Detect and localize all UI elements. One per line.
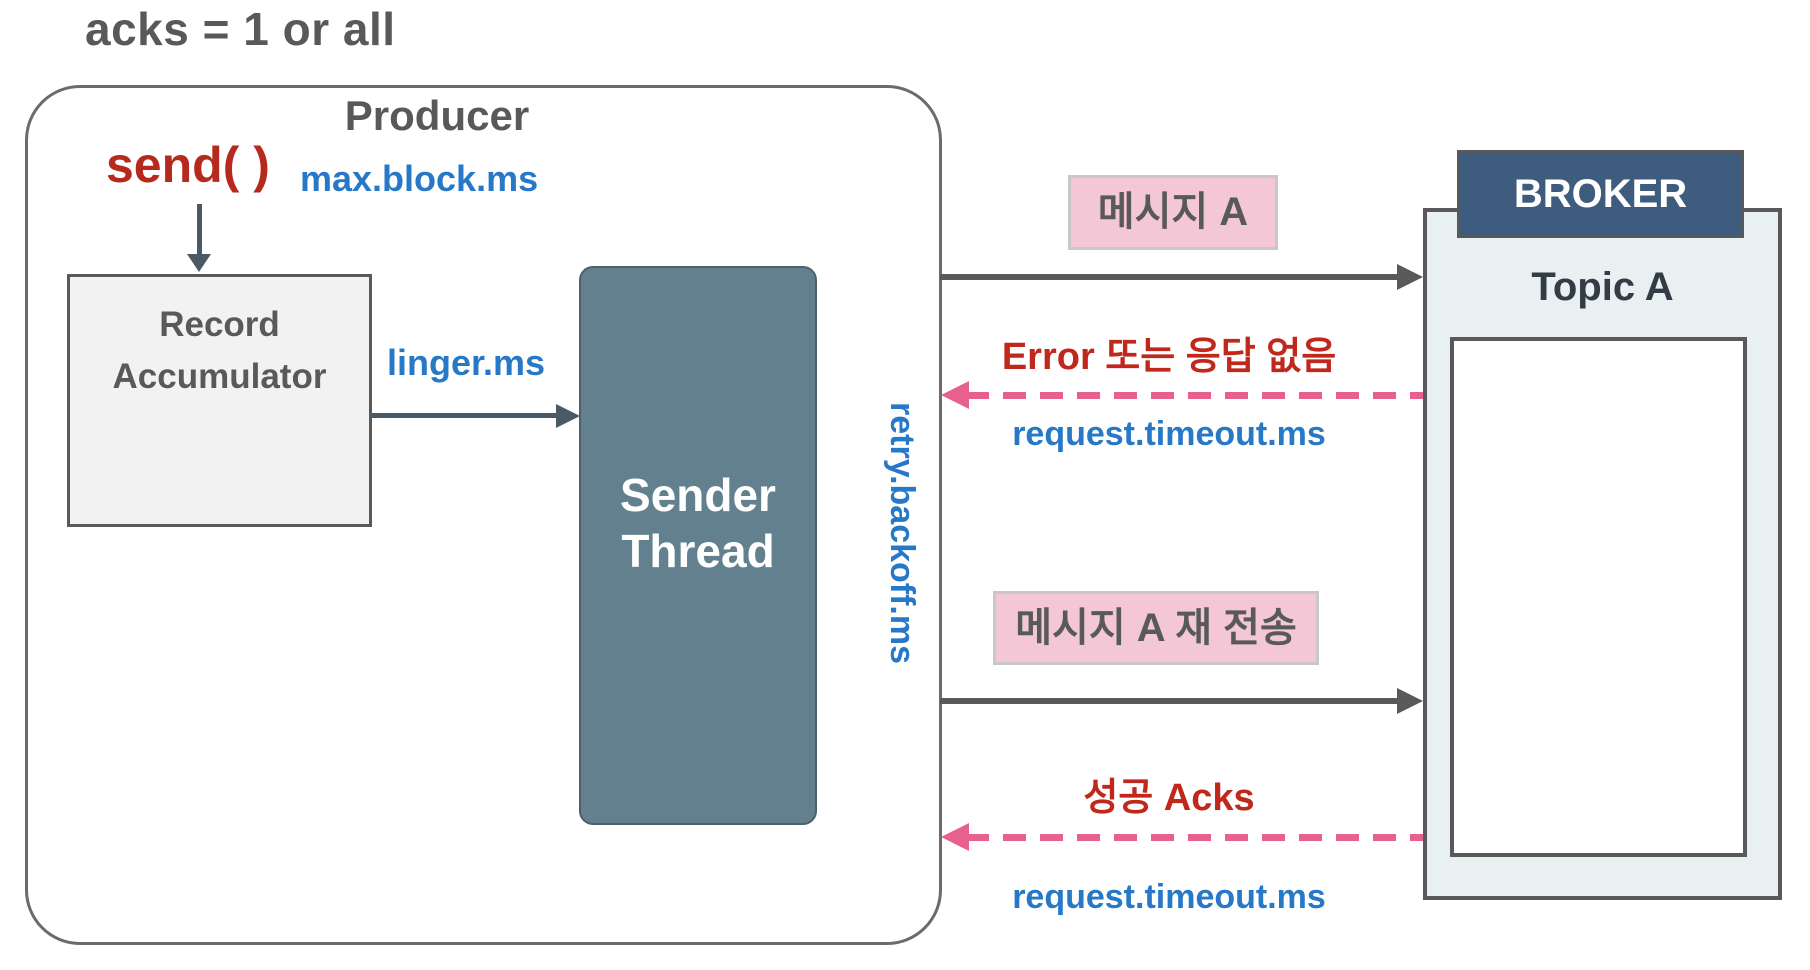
page-title: acks = 1 or all xyxy=(85,3,396,55)
max-block-ms-label: max.block.ms xyxy=(300,158,539,199)
sender-thread-box: Sender Thread xyxy=(579,266,817,825)
arrow-line xyxy=(372,413,558,418)
error-no-response-label: Error 또는 응답 없음 xyxy=(1001,336,1337,378)
send-method-label: send( ) xyxy=(106,137,270,193)
request-timeout-ms-label-1: request.timeout.ms xyxy=(1012,415,1326,453)
arrow-head-left-icon xyxy=(941,823,969,851)
linger-ms-label: linger.ms xyxy=(387,342,546,383)
retry-backoff-ms-label: retry.backoff.ms xyxy=(883,402,921,665)
arrow-line xyxy=(197,204,202,256)
arrow-head-down-icon xyxy=(187,254,211,272)
message-a-resend-label: 메시지 A 재 전송 xyxy=(993,591,1319,665)
arrow-head-right-icon xyxy=(1397,688,1423,714)
arrow-head-right-icon xyxy=(1397,264,1423,290)
arrow-dashed-line xyxy=(966,834,1423,841)
broker-header: BROKER xyxy=(1457,150,1744,238)
request-timeout-ms-label-2: request.timeout.ms xyxy=(1012,878,1326,916)
topic-a-label: Topic A xyxy=(1531,265,1674,309)
record-accumulator-line1: Record xyxy=(159,305,280,344)
sender-thread-line2: Thread xyxy=(621,525,775,577)
producer-label: Producer xyxy=(344,92,530,139)
arrow-line xyxy=(940,698,1400,704)
record-accumulator-line2: Accumulator xyxy=(112,357,327,396)
sender-thread-line1: Sender xyxy=(620,469,776,521)
arrow-dashed-line xyxy=(966,392,1423,399)
success-acks-label: 성공 Acks xyxy=(1083,777,1255,819)
arrow-head-right-icon xyxy=(556,404,580,428)
arrow-head-left-icon xyxy=(941,381,969,409)
message-a-label: 메시지 A xyxy=(1068,175,1278,250)
arrow-line xyxy=(940,274,1400,280)
record-accumulator-box: Record Accumulator xyxy=(67,274,372,527)
topic-partition-box xyxy=(1450,337,1747,857)
